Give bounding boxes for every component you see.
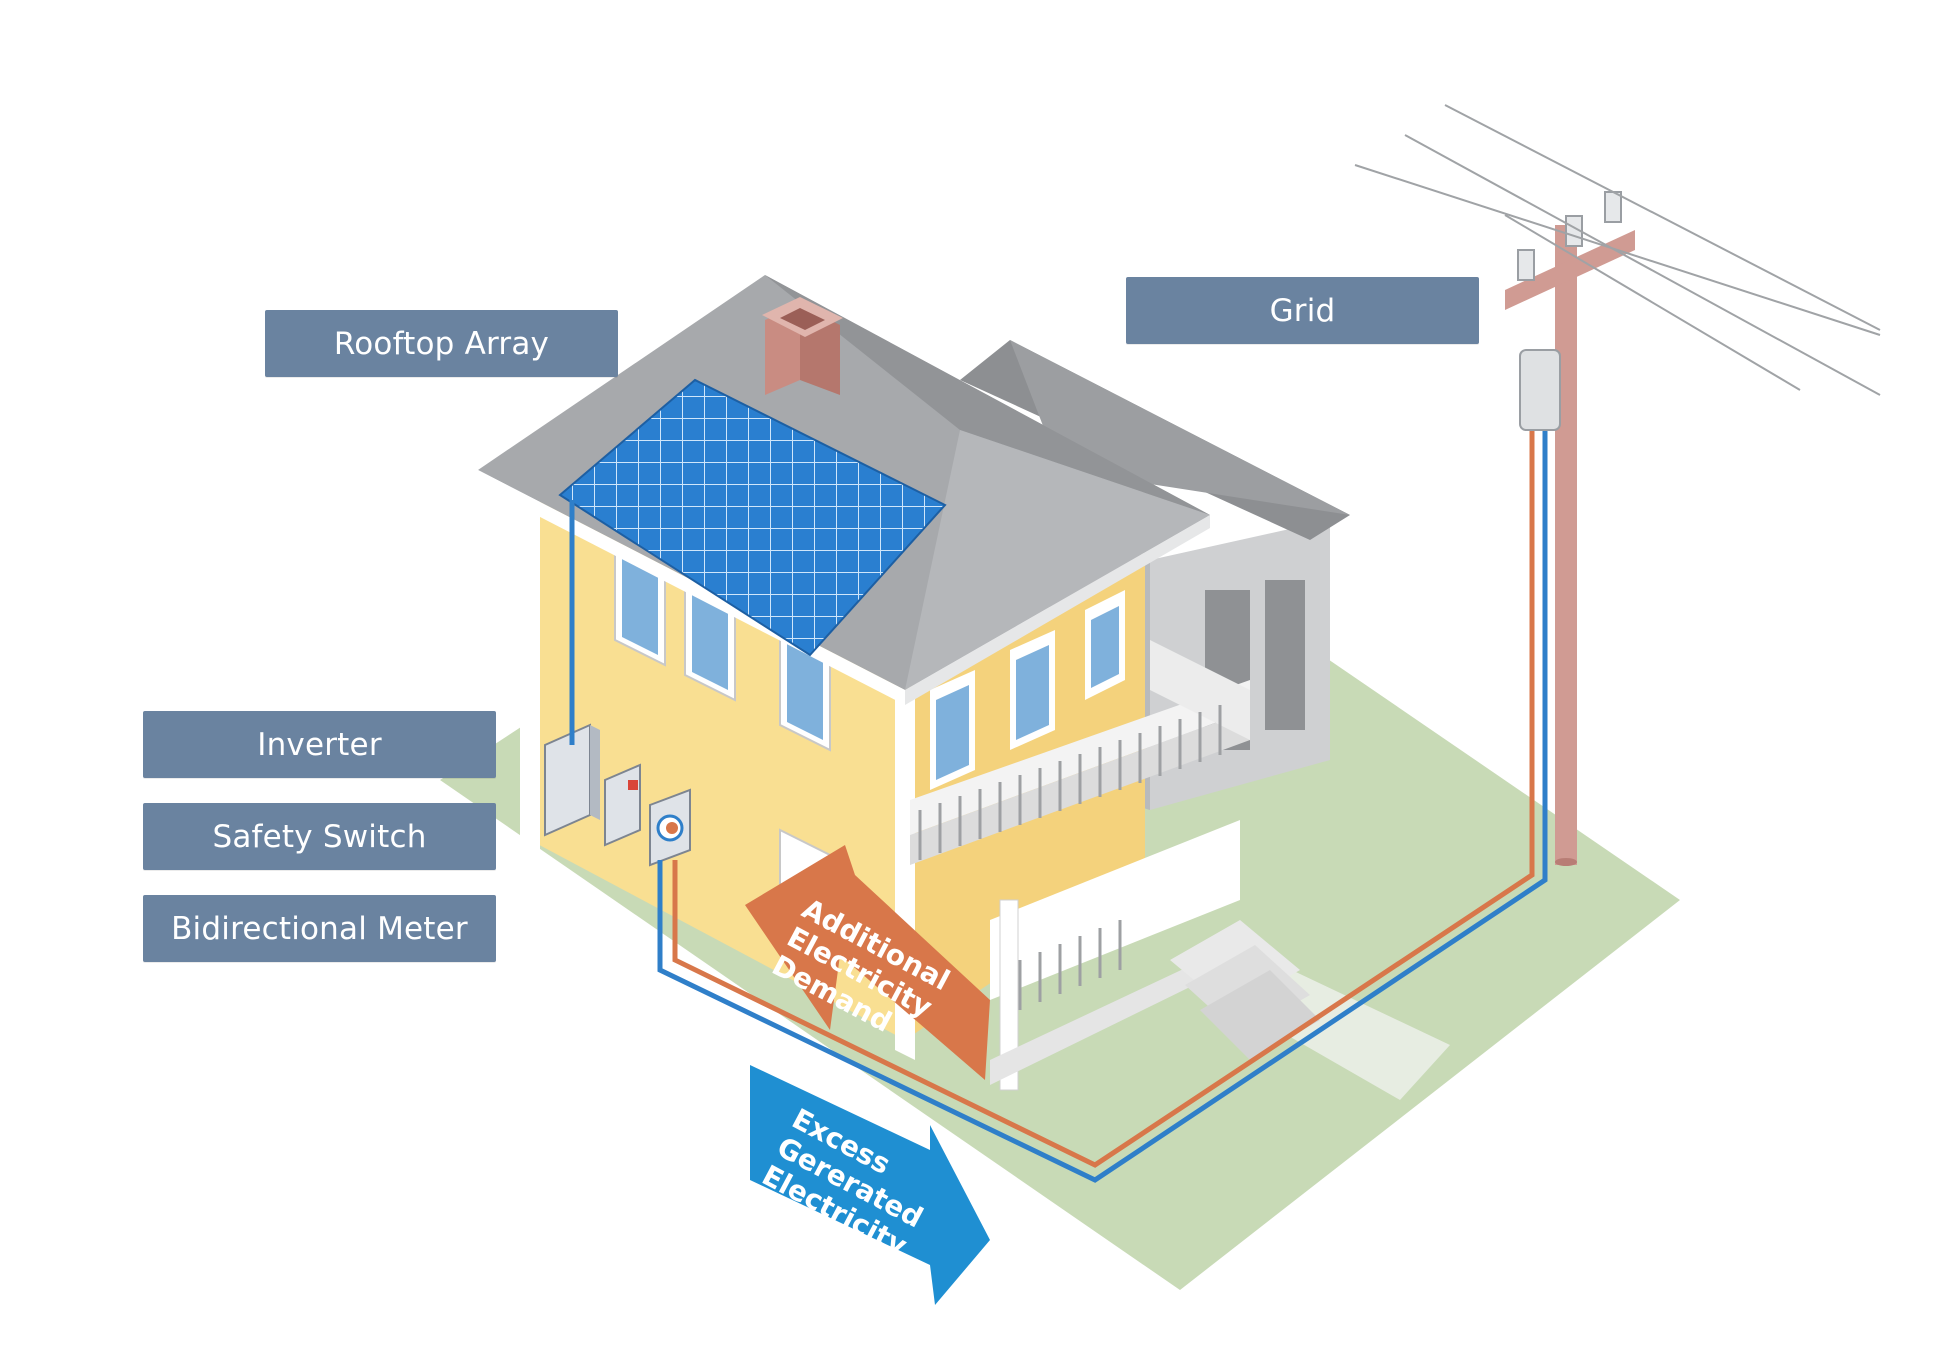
solar-array bbox=[558, 378, 947, 657]
meter-box bbox=[649, 788, 691, 867]
inverter-box bbox=[544, 723, 600, 837]
label-bidirectional-meter: Bidirectional Meter bbox=[143, 895, 496, 962]
label-rooftop-array: Rooftop Array bbox=[265, 310, 618, 377]
label-grid: Grid bbox=[1126, 277, 1479, 344]
utility-pole bbox=[1354, 104, 1881, 866]
chimney bbox=[762, 297, 843, 395]
wiring bbox=[569, 420, 1548, 1183]
label-inverter: Inverter bbox=[143, 711, 496, 778]
label-safety-switch: Safety Switch bbox=[143, 803, 496, 870]
windows-side bbox=[930, 590, 1125, 790]
safety-switch-box bbox=[604, 763, 641, 847]
porch bbox=[910, 640, 1320, 1091]
